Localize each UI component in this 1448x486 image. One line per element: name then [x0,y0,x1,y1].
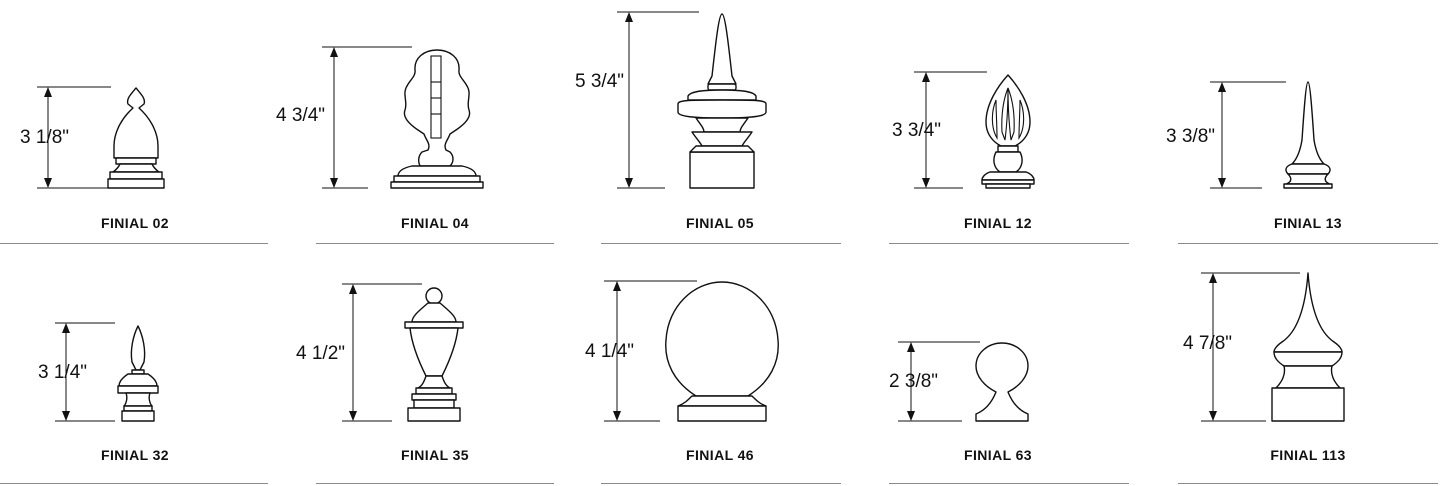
finial-46-height: 4 1/4" [585,341,635,362]
divider [889,243,1129,244]
finial-12-height: 3 3/4" [892,120,942,141]
finial-63-label: FINIAL 63 [964,447,1032,463]
finial-05-height: 5 3/4" [575,71,625,92]
finial-113-height: 4 7/8" [1183,333,1233,354]
finial-02-height: 3 1/8" [20,127,70,148]
divider [1178,483,1438,484]
finial-05-label: FINIAL 05 [686,215,754,231]
finial-35-height: 4 1/2" [296,343,346,364]
divider [601,243,841,244]
dimension-arrow [914,71,987,189]
finial-13-label: FINIAL 13 [1274,215,1342,231]
divider [316,243,554,244]
finial-02-shape [107,87,165,189]
finial-12-shape [981,74,1035,189]
dimension-arrow [617,11,699,189]
dimension-arrow [322,46,412,189]
finial-04-label: FINIAL 04 [401,215,469,231]
divider [0,483,268,484]
finial-35-label: FINIAL 35 [401,447,469,463]
divider [316,483,554,484]
finial-13-shape [1283,81,1333,189]
finial-32-height: 3 1/4" [38,362,88,383]
finial-63-shape [975,342,1029,422]
finial-05-shape [677,13,767,189]
finial-35-shape [404,287,464,422]
divider [1178,243,1438,244]
finial-32-label: FINIAL 32 [101,447,169,463]
finial-12-label: FINIAL 12 [964,215,1032,231]
finial-32-shape [117,325,159,422]
finial-02-label: FINIAL 02 [101,215,169,231]
finial-63-height: 2 3/8" [889,371,939,392]
dimension-arrow [342,283,422,422]
dimension-arrow [55,322,115,422]
finial-04-shape [390,49,484,189]
divider [0,243,268,244]
finial-46-shape [665,281,779,422]
dimension-arrow [1201,272,1300,422]
finial-13-height: 3 3/8" [1166,126,1216,147]
finial-46-label: FINIAL 46 [686,447,754,463]
dimension-arrow [898,341,980,422]
dimension-arrow [1210,81,1286,189]
finial-113-label: FINIAL 113 [1270,447,1346,463]
divider [889,483,1129,484]
finial-113-shape [1271,272,1345,422]
finial-04-height: 4 3/4" [276,105,326,126]
dimension-arrow [604,280,697,422]
dimension-arrow [37,86,111,189]
divider [601,483,841,484]
